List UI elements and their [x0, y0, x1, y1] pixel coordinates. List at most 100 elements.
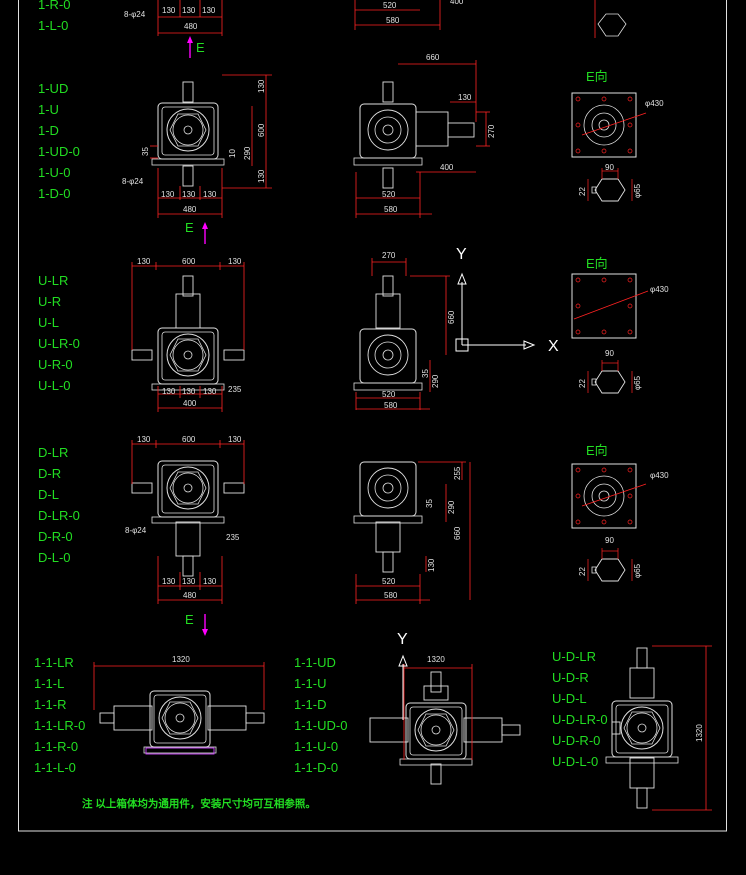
- axis-y-label-bottom: Y: [397, 631, 408, 648]
- model-code: 1-U-0: [38, 165, 71, 180]
- dim-r1-65: φ65: [633, 183, 642, 198]
- model-code: U-D-LR-0: [552, 712, 608, 727]
- dim-r1-35: 35: [141, 147, 150, 156]
- dim-r1-430: φ430: [645, 99, 664, 108]
- dim-r2-130b: 130: [228, 257, 242, 266]
- model-code: 1-D-0: [38, 186, 71, 201]
- model-code: U-D-L-0: [552, 754, 599, 769]
- view-e-dir-r1: E向: [586, 69, 608, 84]
- model-code: D-R: [38, 466, 62, 481]
- label-group-top: 1-R-0 1-L-0: [38, 0, 71, 36]
- model-code: 1-1-D-0: [294, 760, 339, 775]
- dim-580-top: 580: [386, 16, 400, 25]
- dim-r3-290: 290: [447, 500, 456, 514]
- dim-r3-480: 480: [183, 591, 197, 600]
- dim-r2-35: 35: [421, 369, 430, 378]
- dim-130-top-c: 130: [202, 6, 216, 15]
- dim-r1-130-side: 130: [458, 93, 472, 102]
- drawing-note: 注 以上箱体均为通用件，安装尺寸均可互相参照。: [82, 798, 316, 810]
- view-e-r1: E: [185, 220, 194, 235]
- dim-r2-580: 580: [384, 401, 398, 410]
- model-code: U-D-LR: [552, 649, 597, 664]
- row2-front-view: [131, 262, 245, 412]
- model-code: D-LR: [38, 445, 69, 460]
- dim-r3-90: 90: [605, 536, 614, 545]
- label-group-5: 1-1-UD 1-1-U 1-1-D 1-1-UD-0 1-1-U-0 1-1-…: [294, 652, 347, 778]
- model-code: 1-1-U: [294, 676, 327, 691]
- dim-r2-430: φ430: [650, 285, 669, 294]
- axis-y-label: Y: [456, 246, 467, 263]
- dim-r3-255: 255: [453, 466, 462, 480]
- dim-r1-130e: 130: [203, 190, 217, 199]
- model-code: 1-1-D: [294, 697, 327, 712]
- model-code: 1-1-R: [34, 697, 67, 712]
- model-code: U-R: [38, 294, 62, 309]
- dim-r3-130d: 130: [182, 577, 196, 586]
- model-code: U-R-0: [38, 357, 73, 372]
- dim-r2-270: 270: [382, 251, 396, 260]
- dim-r3-130b: 130: [228, 435, 242, 444]
- dim-r1-520: 520: [382, 190, 396, 199]
- model-code: 1-1-L-0: [34, 760, 76, 775]
- view-e-top: E: [196, 40, 205, 55]
- model-code: 1-U: [38, 102, 59, 117]
- bottom-left-view: [93, 662, 265, 755]
- bottom-right-view: [605, 645, 712, 811]
- dim-520-top: 520: [383, 1, 397, 10]
- model-code: 1-1-UD-0: [294, 718, 348, 733]
- dim-b2-1320: 1320: [427, 655, 445, 664]
- label-group-6: U-D-LR U-D-R U-D-L U-D-LR-0 U-D-R-0 U-D-…: [552, 646, 608, 772]
- dim-r2-660: 660: [447, 310, 456, 324]
- dim-8phi24-top: 8-φ24: [124, 10, 146, 19]
- view-arrow-top: [187, 36, 193, 43]
- dim-r1-600: 600: [257, 123, 266, 137]
- view-arrow-r3: [202, 629, 208, 636]
- row3-side-view: [353, 461, 471, 604]
- dim-r1-270: 270: [487, 124, 496, 138]
- dim-r1-10: 10: [228, 149, 237, 158]
- model-code: D-LR-0: [38, 508, 80, 523]
- dim-480-top: 480: [184, 22, 198, 31]
- model-code: 1-1-U-0: [294, 739, 339, 754]
- dim-r1-580: 580: [384, 205, 398, 214]
- label-group-4: 1-1-LR 1-1-L 1-1-R 1-1-LR-0 1-1-R-0 1-1-…: [34, 652, 85, 778]
- model-code: D-R-0: [38, 529, 73, 544]
- dim-r3-430: φ430: [650, 471, 669, 480]
- dim-r3-235: 235: [226, 533, 240, 542]
- model-code: 1-D: [38, 123, 59, 138]
- view-arrow-r1: [202, 222, 208, 229]
- dim-r2-130a: 130: [137, 257, 151, 266]
- dim-r2-130e: 130: [203, 387, 217, 396]
- dim-r3-8phi24: 8-φ24: [125, 526, 147, 535]
- model-code: D-L: [38, 487, 59, 502]
- dim-r1-130b: 130: [257, 169, 266, 183]
- model-code: U-D-R: [552, 670, 589, 685]
- model-code: 1-1-LR: [34, 655, 74, 670]
- dim-r3-130e: 130: [203, 577, 217, 586]
- model-code: 1-1-LR-0: [34, 718, 86, 733]
- dim-130-top-a: 130: [162, 6, 176, 15]
- row2-side-view: [353, 258, 450, 410]
- dim-r2-90: 90: [605, 349, 614, 358]
- dim-r1-130d: 130: [182, 190, 196, 199]
- dim-r2-290: 290: [431, 374, 440, 388]
- model-code: D-L-0: [38, 550, 71, 565]
- dim-r1-290: 290: [243, 146, 252, 160]
- model-code: U-L-0: [38, 378, 71, 393]
- dim-r1-130a: 130: [257, 79, 266, 93]
- dim-r1-400: 400: [440, 163, 454, 172]
- dim-r3-580: 580: [384, 591, 398, 600]
- dim-r2-400: 400: [183, 399, 197, 408]
- drawing-frame: [18, 0, 727, 832]
- dim-r3-130c: 130: [162, 577, 176, 586]
- dim-r2-600: 600: [182, 257, 196, 266]
- dim-r1-90: 90: [605, 163, 614, 172]
- dim-r2-235: 235: [228, 385, 242, 394]
- dim-r3-130a: 130: [137, 435, 151, 444]
- dim-r2-520: 520: [382, 390, 396, 399]
- dim-r2-65: φ65: [633, 375, 642, 390]
- dim-r2-22: 22: [578, 379, 587, 388]
- model-code: 1-1-R-0: [34, 739, 79, 754]
- axis-x-label: X: [548, 338, 559, 355]
